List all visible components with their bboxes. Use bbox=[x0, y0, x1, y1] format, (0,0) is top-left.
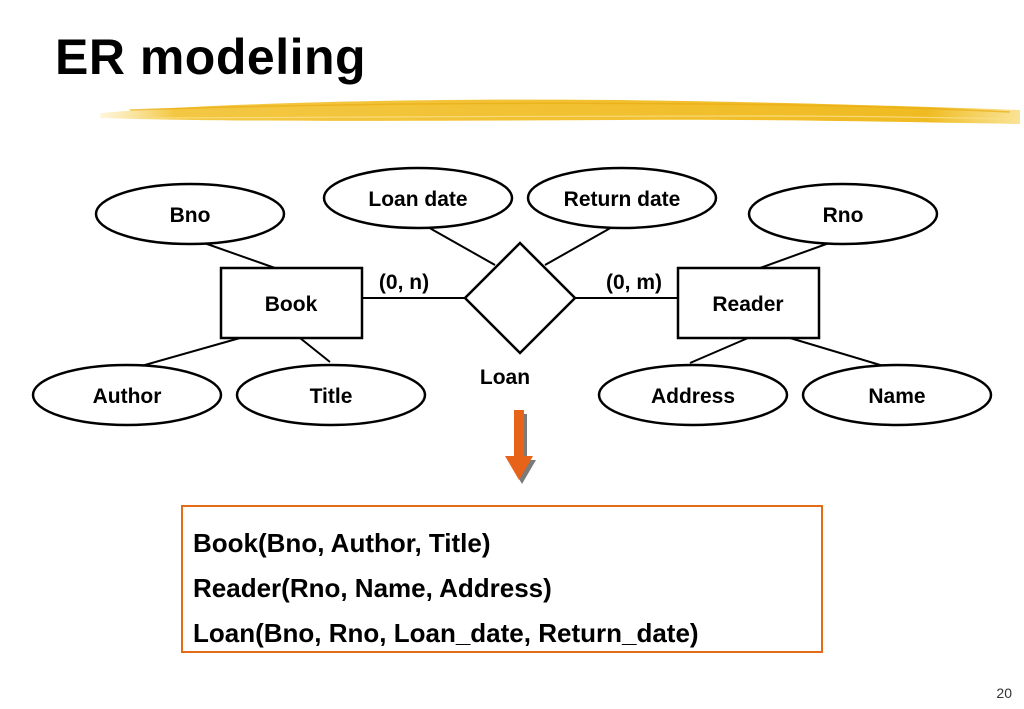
attribute-rno: Rno bbox=[747, 182, 939, 246]
attribute-author: Author bbox=[31, 363, 223, 427]
attribute-label-name: Name bbox=[868, 385, 925, 408]
page-number: 20 bbox=[996, 685, 1012, 701]
relational-schema-box: Book(Bno, Author, Title) Reader(Rno, Nam… bbox=[181, 505, 823, 653]
attribute-label-author: Author bbox=[93, 385, 162, 408]
attribute-loan-date: Loan date bbox=[322, 166, 514, 230]
attribute-label-return-date: Return date bbox=[564, 188, 681, 211]
cardinality-reader-side: (0, m) bbox=[606, 271, 662, 294]
schema-line-loan: Loan(Bno, Rno, Loan_date, Return_date) bbox=[193, 618, 699, 648]
entity-book: Book bbox=[219, 266, 364, 340]
down-arrow-icon bbox=[505, 410, 536, 484]
attribute-return-date: Return date bbox=[526, 166, 718, 230]
schema-line-book: Book(Bno, Author, Title) bbox=[193, 528, 491, 558]
relationship-label-loan: Loan bbox=[480, 366, 530, 389]
entity-label-reader: Reader bbox=[712, 293, 783, 316]
attribute-label-rno: Rno bbox=[823, 204, 864, 227]
cardinality-book-side: (0, n) bbox=[379, 271, 429, 294]
entity-reader: Reader bbox=[676, 266, 821, 340]
attribute-name: Name bbox=[801, 363, 993, 427]
attribute-address: Address bbox=[597, 363, 789, 427]
relationship-loan: Loan bbox=[463, 241, 577, 389]
attribute-label-loan-date: Loan date bbox=[368, 188, 467, 211]
entity-label-book: Book bbox=[265, 293, 318, 316]
attribute-label-address: Address bbox=[651, 385, 735, 408]
slide-title: ER modeling bbox=[55, 29, 367, 85]
attribute-label-title: Title bbox=[310, 385, 353, 408]
schema-line-reader: Reader(Rno, Name, Address) bbox=[193, 573, 552, 603]
attribute-label-bno: Bno bbox=[170, 204, 211, 227]
attribute-bno: Bno bbox=[94, 182, 286, 246]
attribute-title: Title bbox=[235, 363, 427, 427]
